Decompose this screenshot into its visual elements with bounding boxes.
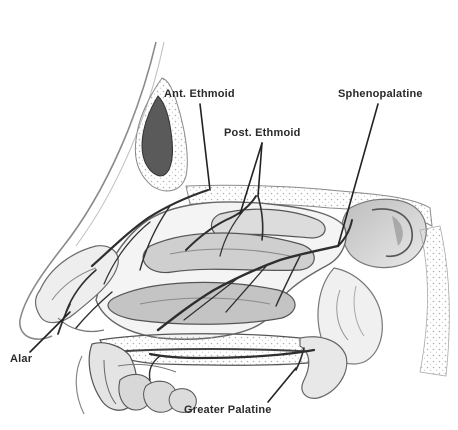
label-sphenopalatine: Sphenopalatine xyxy=(338,88,423,100)
label-anterior-ethmoid: Ant. Ethmoid xyxy=(164,88,235,100)
soft-palate xyxy=(300,337,347,399)
label-alar: Alar xyxy=(10,353,32,365)
leader-ant-ethmoid xyxy=(200,104,210,190)
label-greater-palatine: Greater Palatine xyxy=(184,404,272,416)
label-posterior-ethmoid: Post. Ethmoid xyxy=(224,127,301,139)
hard-palate xyxy=(100,334,334,365)
leader-greater-palatine xyxy=(268,368,296,402)
sphenoid-sinus xyxy=(342,199,427,267)
